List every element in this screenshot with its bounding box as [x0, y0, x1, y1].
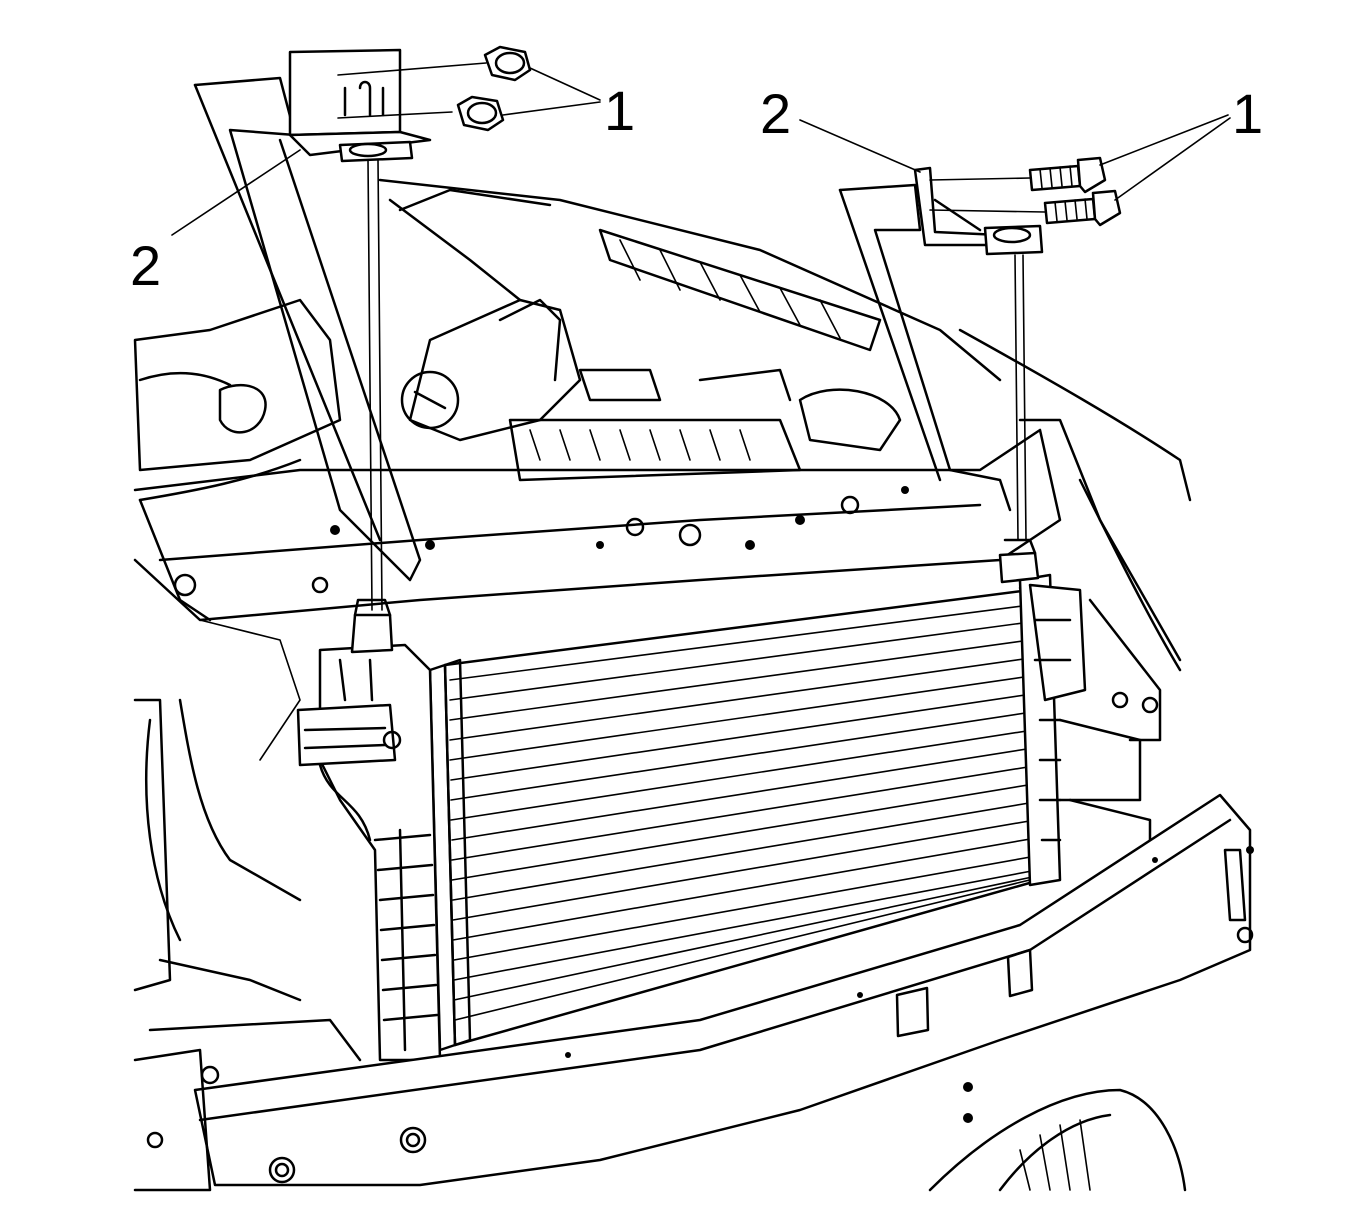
left-fastener-callout: 1: [604, 79, 635, 142]
radiator-left-tank: [296, 598, 442, 1062]
radiator-fins: [449, 604, 1039, 1021]
right-fastener-callout: 1: [1232, 82, 1263, 145]
right-bracket-callout: 2: [760, 82, 791, 145]
lower-left-structure: [133, 1018, 427, 1192]
right-bracket-assembly: [799, 114, 1231, 541]
fan-shroud: [928, 1088, 1187, 1192]
upper-radiator-support: [133, 428, 1062, 622]
left-nut-lower: [456, 95, 505, 132]
left-nut-upper: [483, 45, 532, 82]
left-side-brace: [193, 76, 422, 582]
right-bolt-lower: [1043, 189, 1122, 227]
engine-compartment-background: [133, 178, 1192, 1002]
left-bracket-callout: 2: [130, 234, 161, 297]
right-bolt-upper: [1028, 156, 1107, 194]
radiator-right-tank: [998, 538, 1087, 887]
right-side-brace: [838, 183, 1012, 512]
left-bracket-assembly: [171, 45, 601, 611]
bumper-beam: [193, 793, 1254, 1187]
